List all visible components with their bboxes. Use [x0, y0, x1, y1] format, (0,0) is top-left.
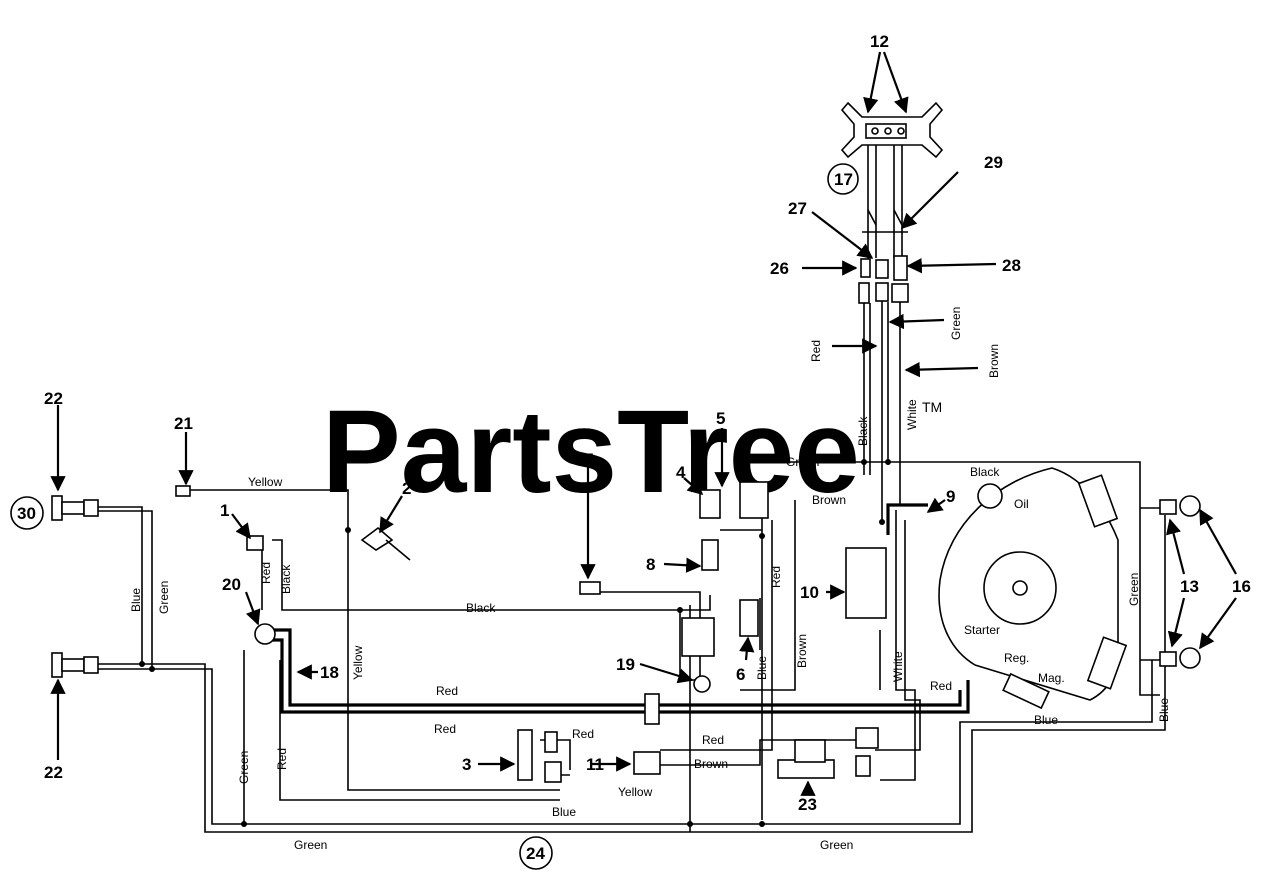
callout-19: 19 [616, 655, 635, 674]
engine-labels: Oil Starter Reg. Mag. [964, 497, 1065, 685]
wire-label-blue: Blue [755, 656, 769, 680]
callout-28: 28 [1002, 256, 1021, 275]
wire-label-red: Red [434, 722, 456, 736]
wire-label-blue: Blue [129, 588, 143, 612]
switch-4-part [699, 489, 721, 519]
wire-label-green: Green [237, 751, 251, 784]
wire-label-red: Red [769, 566, 783, 588]
wire-label-green: Green [786, 455, 819, 469]
wire-label-red: Red [572, 727, 594, 741]
wire-label-red: Red [809, 340, 823, 362]
wire-label-green: Green [1127, 573, 1141, 606]
part-3 [517, 729, 533, 781]
engine-label-starter: Starter [964, 623, 1000, 637]
callout-5: 5 [716, 409, 725, 428]
wire-label-white: White [891, 651, 905, 682]
wire-label-black: Black [970, 465, 1000, 479]
callout-numbers: 12 17 29 27 26 28 22 30 22 21 2 1 20 18 … [10, 32, 1251, 870]
watermark: PartsTree TM [322, 386, 942, 518]
wire-label-green: Green [294, 838, 327, 852]
wire-label-yellow: Yellow [248, 475, 283, 489]
callout-4: 4 [676, 463, 686, 482]
wire-label-brown: Brown [812, 493, 846, 507]
callout-25: 25 [575, 450, 594, 469]
wire-label-red: Red [702, 733, 724, 747]
engine-label-oil: Oil [1014, 497, 1029, 511]
switch-6-part [739, 599, 759, 637]
callout-16: 16 [1232, 577, 1251, 596]
wire-label-black: Black [856, 416, 870, 446]
callout-8: 8 [646, 555, 655, 574]
left-headlights [51, 495, 99, 678]
wire-label-white: White [905, 399, 919, 430]
callout-17-circle [827, 163, 859, 195]
callout-arrows [50, 51, 1237, 796]
callout-3: 3 [462, 755, 471, 774]
engine-label-reg: Reg. [1004, 651, 1029, 665]
callout-22-top: 22 [44, 389, 63, 408]
watermark-trademark: TM [922, 399, 942, 415]
regulator-10-part [845, 547, 887, 619]
wire-label-red: Red [259, 562, 273, 584]
wire-label-red: Red [275, 748, 289, 770]
wire-label-red: Red [436, 684, 458, 698]
wire-label-red: Red [930, 679, 952, 693]
callout-23: 23 [798, 795, 817, 814]
callout-6: 6 [736, 665, 745, 684]
wire-label-blue: Blue [1034, 713, 1058, 727]
module-part [681, 617, 715, 657]
engine-label-mag: Mag. [1038, 671, 1065, 685]
solenoid-5-part [739, 481, 769, 519]
callout-2: 2 [402, 479, 411, 498]
callout-30-circle [10, 496, 44, 530]
switch-19-part [693, 675, 711, 693]
wire-label-green: Green [949, 307, 963, 340]
wire-label-green: Green [157, 581, 171, 614]
callout-26: 26 [770, 259, 789, 278]
key-switch-assembly [840, 101, 944, 304]
right-lights [1159, 495, 1201, 669]
wire-label-yellow: Yellow [618, 785, 653, 799]
clip-part [360, 526, 394, 551]
callout-10: 10 [800, 583, 819, 602]
connector-part [175, 485, 191, 497]
callout-21: 21 [174, 414, 193, 433]
callout-27: 27 [788, 199, 807, 218]
wire-labels: Yellow Black Black Red Yellow Blue Green… [129, 307, 1171, 852]
callout-1: 1 [220, 501, 229, 520]
callout-18: 18 [320, 663, 339, 682]
wire-label-black: Black [466, 601, 496, 615]
wire-label-black: Black [279, 564, 293, 594]
callout-17: 17 [834, 170, 853, 189]
wire-label-brown: Brown [987, 344, 1001, 378]
junction-dots [139, 459, 891, 827]
wire-label-blue: Blue [1157, 698, 1171, 722]
switch-8-part [701, 539, 719, 571]
wire-label-green: Green [820, 838, 853, 852]
callout-24: 24 [526, 844, 545, 863]
switch-20-part [254, 623, 276, 645]
diode-part [579, 581, 601, 595]
wire-label-blue: Blue [552, 805, 576, 819]
callout-12: 12 [870, 32, 889, 51]
wire-label-brown: Brown [795, 634, 809, 668]
seat-switch-part [246, 535, 264, 551]
callout-30: 30 [17, 504, 36, 523]
watermark-text: PartsTree [322, 386, 860, 518]
part-11 [633, 751, 661, 775]
callout-22-bottom: 22 [44, 763, 63, 782]
callout-13: 13 [1180, 577, 1199, 596]
wire-label-brown: Brown [694, 757, 728, 771]
callout-24-circle [519, 836, 553, 870]
callout-9: 9 [946, 487, 955, 506]
engine [938, 467, 1128, 710]
wire-label-yellow: Yellow [351, 645, 365, 680]
callout-29: 29 [984, 153, 1003, 172]
callout-20: 20 [222, 575, 241, 594]
callout-11: 11 [586, 755, 604, 774]
